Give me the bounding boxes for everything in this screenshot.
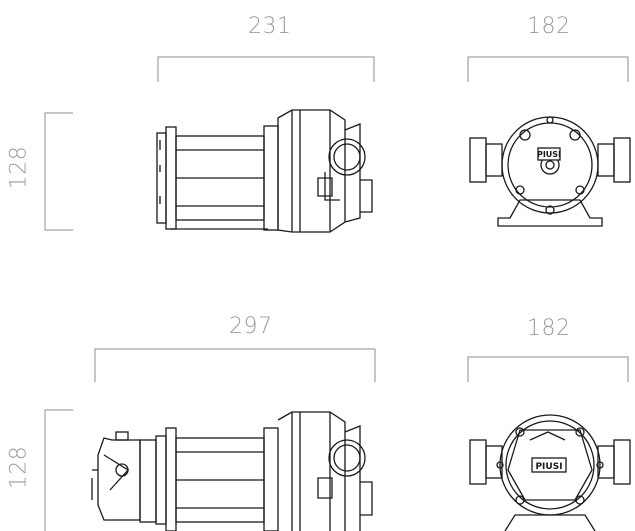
dim-top-side-width: 231 [248,14,292,39]
bottom-front-view [469,414,631,531]
bottom-front-logo: PIUSI [535,462,562,472]
dim-line-bottom-side [94,348,376,382]
dim-bottom-side-width: 297 [229,314,273,339]
dim-line-bottom-front [467,356,629,382]
dim-top-front-width: 182 [527,14,571,39]
top-front-logo: PIUSI [537,150,561,159]
dim-line-bottom-height [44,409,73,531]
dim-line-top-side [157,56,375,82]
dim-line-top-height [44,112,73,231]
top-front-view [469,116,631,227]
dim-line-top-front [467,56,629,82]
dimension-lines [44,56,629,531]
top-side-view [156,109,373,233]
dim-bottom-front-width: 182 [527,316,571,341]
bottom-side-view [91,411,373,531]
